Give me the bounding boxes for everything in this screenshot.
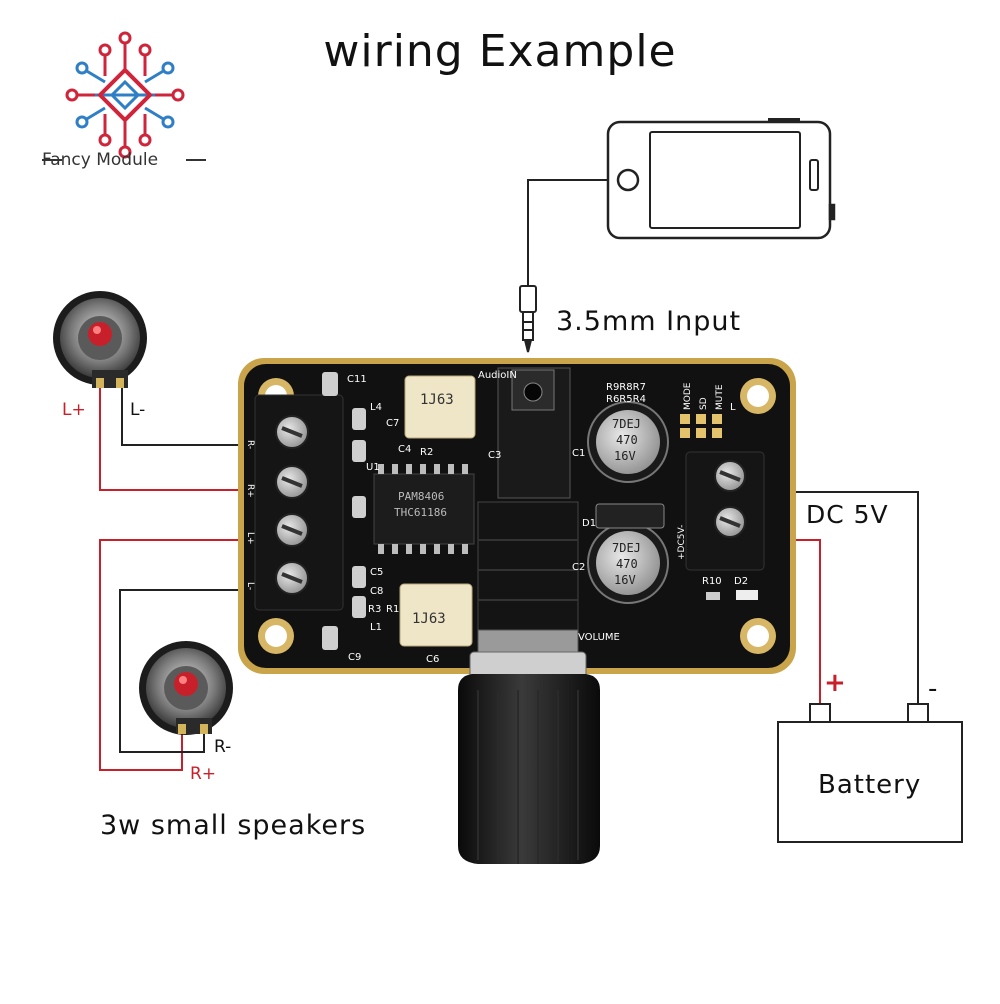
left-plus-label: L+ (62, 400, 86, 420)
cap2-marking-3: 16V (614, 573, 636, 587)
dc-power-label: DC 5V (806, 500, 889, 529)
silk-out-l2: L- (245, 582, 255, 590)
chip-marking-1: PAM8406 (398, 490, 444, 503)
silk-c7: C7 (386, 418, 399, 429)
phone-icon (606, 118, 836, 240)
silk-audio-in: AudioIN (478, 370, 517, 381)
circuit-logo-icon (65, 31, 185, 159)
silk-c3: C3 (488, 450, 501, 461)
cap-marking-2: 470 (616, 433, 638, 447)
silk-volume: VOLUME (578, 632, 620, 643)
component-markings: 1J63 1J63 PAM8406 THC61186 7DEJ 470 16V … (394, 392, 641, 627)
silk-c6: C6 (426, 654, 439, 665)
silk-mode: MODE (683, 382, 693, 410)
right-minus-label: R- (214, 737, 232, 757)
silk-r1: R1 (386, 604, 399, 615)
inductor-top-marking: 1J63 (420, 392, 454, 408)
silk-r10: R10 (702, 576, 722, 587)
battery-plus-label: + (824, 668, 846, 698)
left-speaker-icon (53, 291, 147, 388)
page-title: wiring Example (323, 26, 677, 77)
silk-resistors-top2: R6R5R4 (606, 394, 646, 405)
inductor-bottom-marking: 1J63 (412, 611, 446, 627)
silk-c8: C8 (370, 586, 383, 597)
right-speaker-icon (139, 641, 233, 735)
silk-sd: SD (699, 397, 709, 410)
cap-marking-3: 16V (614, 449, 636, 463)
silk-r3: R3 (368, 604, 381, 615)
board-silkscreen: C11 L4 C7 C4 R2 U1 C5 C8 R3 R1 L1 C9 C6 … (245, 370, 748, 665)
audio-cable (527, 179, 608, 288)
amplifier-board (238, 358, 796, 674)
silk-d1: D1 (582, 518, 596, 529)
right-plus-label: R+ (190, 764, 217, 784)
battery-minus-label: - (928, 674, 938, 704)
brand-name: Fancy Module (42, 150, 159, 170)
silk-out-r: R- (245, 440, 255, 449)
silk-c4: C4 (398, 444, 411, 455)
volume-knob (458, 629, 600, 864)
silk-dc5v: +DC5V- (677, 525, 687, 560)
silk-c2: C2 (572, 562, 585, 573)
silk-d2: D2 (734, 576, 748, 587)
speaker-wires (99, 385, 270, 771)
silk-c11: C11 (347, 374, 367, 385)
chip-marking-2: THC61186 (394, 506, 447, 519)
cap-marking-1: 7DEJ (612, 417, 641, 431)
cap2-marking-2: 470 (616, 557, 638, 571)
audio-jack-plug-icon (519, 285, 537, 353)
left-minus-label: L- (130, 400, 146, 420)
silk-u1: U1 (366, 462, 380, 473)
silk-l1: L1 (370, 622, 382, 633)
silk-c1: C1 (572, 448, 585, 459)
silk-c5: C5 (370, 567, 383, 578)
silk-out-l: L+ (245, 532, 255, 545)
input-label: 3.5mm Input (556, 306, 742, 337)
silk-l-small: L (730, 402, 736, 413)
battery-label: Battery (818, 770, 922, 800)
silk-l4: L4 (370, 402, 382, 413)
cap2-marking-1: 7DEJ (612, 541, 641, 555)
silk-r2: R2 (420, 447, 433, 458)
silk-c9: C9 (348, 652, 361, 663)
silk-out-r2: R+ (245, 484, 255, 498)
battery-icon (777, 703, 963, 843)
speakers-label: 3w small speakers (100, 810, 367, 841)
silk-resistors-top1: R9R8R7 (606, 382, 646, 393)
silk-mute: MUTE (715, 384, 725, 410)
